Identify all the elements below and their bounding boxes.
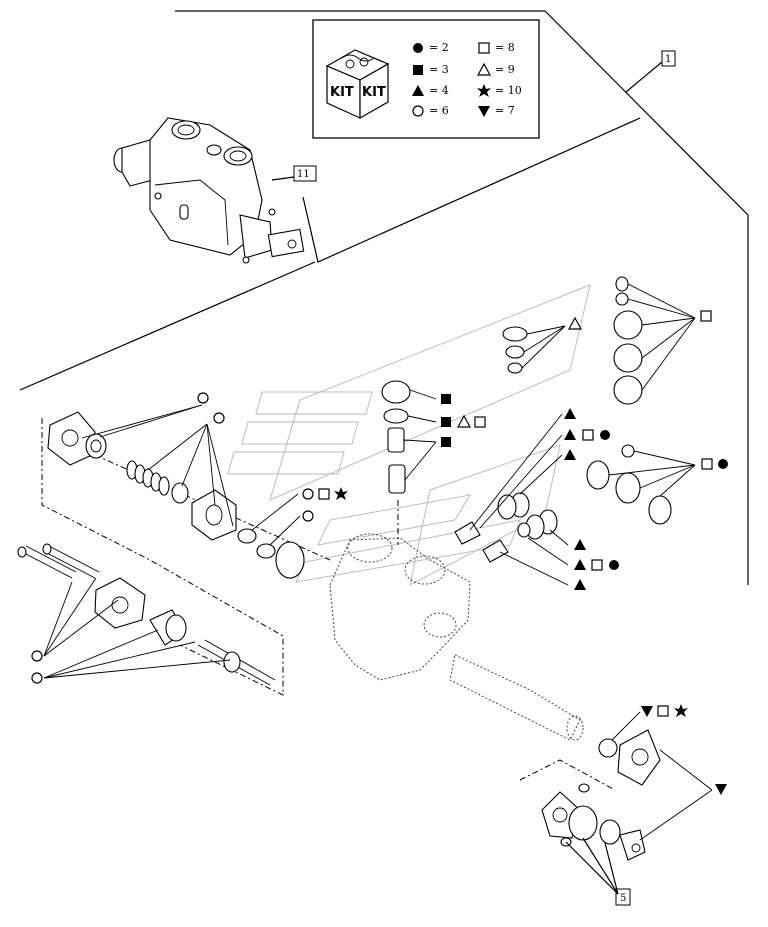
svg-text:= 9: = 9 <box>495 63 515 76</box>
kit-label-right: KIT <box>362 85 386 100</box>
callout-1: 1 <box>625 50 676 93</box>
svg-text:= 4: = 4 <box>429 84 449 97</box>
valve-body-outline <box>329 533 584 741</box>
symbol-circle-open <box>302 488 314 500</box>
kit-label-left: KIT <box>330 85 354 100</box>
svg-text:1: 1 <box>665 54 671 65</box>
leader-lines <box>43 283 713 841</box>
symbol-square-open <box>582 429 594 441</box>
symbol-square-filled <box>441 394 451 404</box>
valve-assembly-drawing <box>113 117 305 264</box>
bottom-right-parts <box>519 729 661 861</box>
symbol-triangle-filled <box>564 408 576 419</box>
symbol-square-open <box>318 488 330 500</box>
svg-text:= 8: = 8 <box>495 41 515 54</box>
symbol-triangle-filled <box>564 449 576 460</box>
symbol-circle-open <box>197 392 209 404</box>
symbol-triangle-filled <box>574 559 586 570</box>
symbol-square-open <box>474 416 486 428</box>
symbol-circle-open <box>302 510 314 522</box>
symbol-triangle-filled <box>564 429 576 440</box>
svg-text:= 2: = 2 <box>429 41 449 54</box>
symbol-circle-open <box>31 650 43 662</box>
symbol-triangle-down <box>715 784 727 795</box>
callout-11: 11 <box>271 165 317 182</box>
symbol-circle-filled <box>600 430 610 440</box>
symbol-square-filled <box>441 417 451 427</box>
legend-entry-triangle-filled: = 4 <box>412 84 449 97</box>
symbol-star <box>334 487 348 500</box>
legend-entry-star: = 10 <box>477 84 522 97</box>
legend-box: KIT KIT = 2 = 3 = 4 = 6 = 8 = 9 <box>312 19 540 139</box>
svg-text:5: 5 <box>620 893 626 904</box>
svg-text:= 3: = 3 <box>429 63 449 76</box>
frame-lines <box>19 10 749 585</box>
legend-entry-circle-filled: = 2 <box>413 41 449 54</box>
symbol-square-open <box>657 705 669 717</box>
legend-entry-circle-open: = 6 <box>412 104 449 117</box>
symbol-square-filled <box>441 437 451 447</box>
svg-text:11: 11 <box>297 169 310 180</box>
legend-entry-triangle-open: = 9 <box>477 63 515 76</box>
symbol-triangle-open <box>568 317 582 330</box>
symbol-triangle-down <box>641 706 653 717</box>
symbol-triangle-filled <box>574 539 586 550</box>
symbol-square-open <box>701 458 713 470</box>
callout-5: 5 <box>565 837 631 906</box>
symbol-triangle-filled <box>574 579 586 590</box>
kit-cube-icon: KIT KIT <box>325 49 390 120</box>
symbol-circle-open <box>31 672 43 684</box>
svg-text:= 10: = 10 <box>495 84 522 97</box>
symbol-circle-open <box>213 412 225 424</box>
svg-text:= 6: = 6 <box>429 104 449 117</box>
svg-text:= 7: = 7 <box>495 104 515 117</box>
symbol-square-open <box>591 559 603 571</box>
symbol-circle-filled <box>718 459 728 469</box>
left-spool-parts <box>17 411 331 696</box>
center-stack-parts <box>381 380 411 545</box>
symbol-star <box>674 704 688 717</box>
symbol-circle-filled <box>609 560 619 570</box>
legend-entry-triangle-down: = 7 <box>478 104 515 117</box>
legend-entry-square-open: = 8 <box>478 41 515 54</box>
watermark-logo <box>227 284 591 586</box>
symbol-square-open <box>700 310 712 322</box>
legend-entry-square-filled: = 3 <box>413 63 449 76</box>
